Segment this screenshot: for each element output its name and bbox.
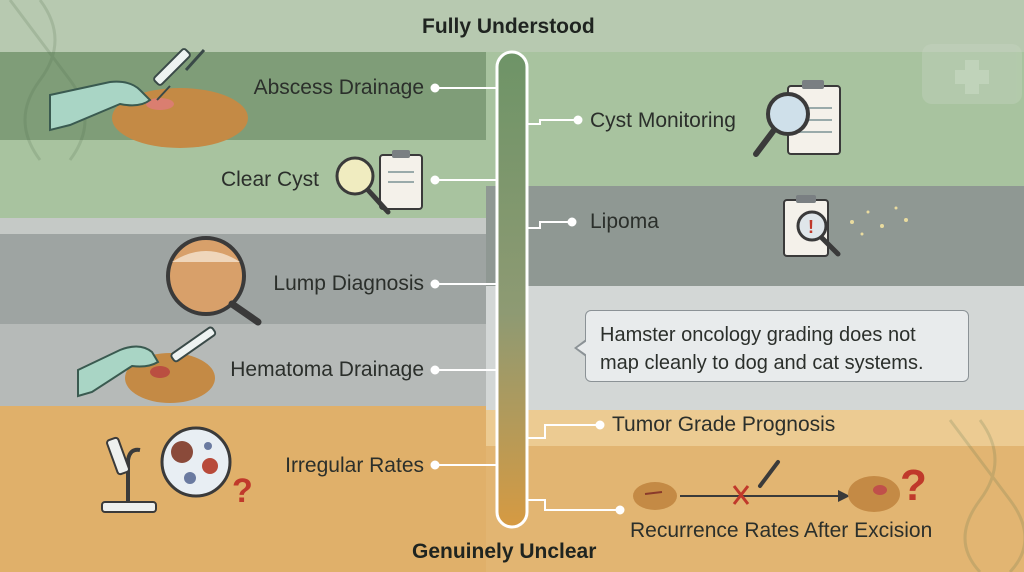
connector-irregular-rates <box>430 460 497 470</box>
band-orange-light-right <box>486 410 1024 446</box>
microscope-petri-illustration <box>101 426 232 513</box>
label-abscess-drainage: Abscess Drainage <box>253 76 424 99</box>
label-lipoma: Lipoma <box>590 210 659 233</box>
understanding-axis <box>495 50 529 529</box>
label-tumor-grade-prognosis: Tumor Grade Prognosis <box>612 413 836 436</box>
svg-text:!: ! <box>808 217 814 237</box>
connector-lipoma <box>527 217 577 229</box>
cyst-monitoring-icon <box>753 80 841 157</box>
lipoma-alert-clipboard-icon: ! <box>783 195 908 257</box>
label-cyst-monitoring: Cyst Monitoring <box>590 109 736 132</box>
connector-clear-cyst <box>430 175 497 185</box>
label-clear-cyst: Clear Cyst <box>220 168 319 191</box>
lump-magnifier-icon <box>166 236 262 326</box>
band-orange-left <box>0 406 486 572</box>
note-text: Hamster oncology grading does not map cl… <box>600 324 924 374</box>
syringe-hand-illustration <box>49 48 248 148</box>
recurrence-sequence-illustration <box>633 460 900 512</box>
band-gray-dark-right <box>486 186 1024 286</box>
band-gray-strip-left <box>0 218 486 234</box>
medical-kit-icon <box>922 44 1022 104</box>
dna-helix-decoration <box>8 0 1024 572</box>
label-recurrence-rates: Recurrence Rates After Excision <box>630 519 933 542</box>
label-lump-diagnosis: Lump Diagnosis <box>273 272 424 295</box>
connector-tumor-grade <box>527 420 605 439</box>
oncology-grading-note: Hamster oncology grading does not map cl… <box>574 310 969 382</box>
magnifier-clipboard-icon <box>335 150 423 215</box>
connector-cyst-monitoring <box>527 115 583 125</box>
band-green-top-left <box>0 0 1024 52</box>
question-mark-icon: ? <box>232 472 253 510</box>
label-hematoma-drainage: Hematoma Drainage <box>230 358 424 381</box>
connector-abscess-drainage <box>430 83 497 93</box>
connector-hematoma-drainage <box>430 365 497 375</box>
axis-top-label: Fully Understood <box>422 15 595 38</box>
connector-lump-diagnosis <box>430 279 497 289</box>
connector-recurrence-rates <box>527 499 625 515</box>
recurrence-question-mark-icon: ? <box>900 461 927 510</box>
hematoma-syringe-illustration <box>77 326 217 403</box>
axis-bottom-label: Genuinely Unclear <box>412 540 597 563</box>
label-irregular-rates: Irregular Rates <box>285 454 424 477</box>
